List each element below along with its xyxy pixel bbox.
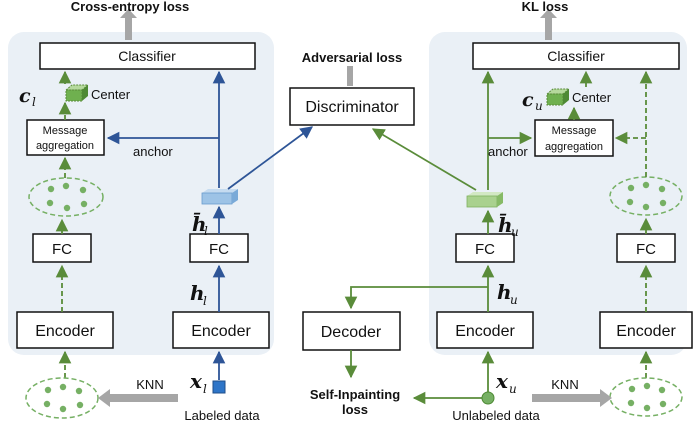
anchor-label-right: anchor bbox=[488, 144, 528, 159]
hbar-u-subscript: u bbox=[511, 225, 519, 239]
c-u-symbol: c bbox=[522, 89, 534, 111]
fc-right-1-label: FC bbox=[475, 241, 495, 258]
encoder-left-2 bbox=[172, 311, 270, 349]
neighbor-cluster-left bbox=[28, 177, 104, 217]
discriminator bbox=[289, 87, 415, 126]
encoder-right-2 bbox=[599, 311, 693, 349]
labeled-data-node bbox=[212, 380, 226, 394]
loss-output-arrow-right bbox=[540, 9, 557, 40]
x-l-symbol: x bbox=[189, 369, 203, 393]
unlabeled-data-label: Unlabeled data bbox=[452, 408, 540, 423]
encoder-left-1 bbox=[16, 311, 114, 349]
fc-left-2 bbox=[189, 233, 249, 263]
encoder-right-1-label: Encoder bbox=[455, 323, 515, 340]
left-neighbor-path bbox=[55, 70, 72, 378]
knn-label-right: KNN bbox=[551, 377, 578, 392]
labeled-path-arrows bbox=[106, 70, 314, 380]
center-prototype-left bbox=[64, 84, 90, 102]
encoder-right-2-label: Encoder bbox=[616, 323, 676, 340]
message-aggregation-right bbox=[534, 119, 614, 157]
encoder-right-1 bbox=[436, 311, 534, 349]
input-neighbors-left bbox=[25, 377, 99, 419]
anchor-label-left: anchor bbox=[133, 144, 173, 159]
x-u-symbol: x bbox=[495, 369, 509, 393]
labeled-panel bbox=[8, 32, 274, 355]
knn-arrow-left bbox=[98, 389, 178, 407]
fc-left-1-label: FC bbox=[52, 241, 72, 258]
message-aggregation-right-line1: Message bbox=[552, 125, 597, 137]
hbar-l-symbol: h̄ bbox=[192, 211, 207, 236]
hbar-u-symbol: h̄ bbox=[498, 212, 513, 237]
fc-left-2-label: FC bbox=[209, 241, 229, 258]
right-neighbor-path bbox=[567, 70, 653, 378]
x-u-subscript: u bbox=[509, 382, 517, 396]
cross-entropy-loss-label: Cross-entropy loss bbox=[71, 0, 189, 14]
encoder-left-2-label: Encoder bbox=[191, 323, 251, 340]
unlabeled-embedding-vector bbox=[466, 192, 503, 208]
labeled-data-label: Labeled data bbox=[184, 408, 260, 423]
fc-right-2-label: FC bbox=[636, 241, 656, 258]
message-aggregation-left-line1: Message bbox=[43, 125, 88, 137]
fc-left-1 bbox=[32, 233, 92, 263]
decoder-label: Decoder bbox=[321, 324, 382, 341]
input-neighbors-right bbox=[609, 377, 683, 417]
loss-output-arrow-left bbox=[120, 9, 137, 40]
discriminator-label: Discriminator bbox=[305, 99, 399, 116]
loss-output-arrow-center bbox=[347, 66, 353, 86]
message-aggregation-right-line2: aggregation bbox=[545, 141, 603, 153]
c-l-symbol: c bbox=[19, 85, 31, 107]
classifier-right-label: Classifier bbox=[547, 48, 605, 64]
h-u-symbol: h bbox=[497, 280, 512, 304]
h-l-subscript: l bbox=[203, 294, 207, 308]
unlabeled-panel bbox=[429, 32, 687, 355]
fc-right-1 bbox=[455, 233, 515, 263]
center-label-left: Center bbox=[91, 87, 131, 102]
knn-label-left: KNN bbox=[136, 377, 163, 392]
center-prototype-right bbox=[545, 88, 571, 106]
classifier-left-label: Classifier bbox=[118, 48, 176, 64]
adversarial-loss-label: Adversarial loss bbox=[302, 50, 402, 65]
self-inpainting-loss-line2: loss bbox=[342, 402, 368, 417]
x-l-subscript: l bbox=[203, 382, 207, 396]
unlabeled-data-node bbox=[481, 391, 495, 405]
knn-arrow-right bbox=[532, 389, 612, 407]
encoder-left-1-label: Encoder bbox=[35, 323, 95, 340]
message-aggregation-left-line2: aggregation bbox=[36, 140, 94, 152]
unlabeled-path-arrows bbox=[344, 70, 533, 405]
labeled-embedding-vector bbox=[201, 189, 238, 205]
h-u-subscript: u bbox=[510, 293, 518, 307]
c-l-subscript: l bbox=[32, 95, 36, 109]
classifier-right bbox=[472, 42, 680, 70]
center-label-right: Center bbox=[572, 90, 612, 105]
hbar-l-subscript: l bbox=[204, 224, 208, 238]
c-u-subscript: u bbox=[535, 99, 543, 113]
h-l-symbol: h bbox=[190, 281, 205, 305]
self-inpainting-loss-line1: Self-Inpainting bbox=[310, 387, 400, 402]
kl-loss-label: KL loss bbox=[522, 0, 569, 14]
classifier-left bbox=[39, 42, 256, 70]
